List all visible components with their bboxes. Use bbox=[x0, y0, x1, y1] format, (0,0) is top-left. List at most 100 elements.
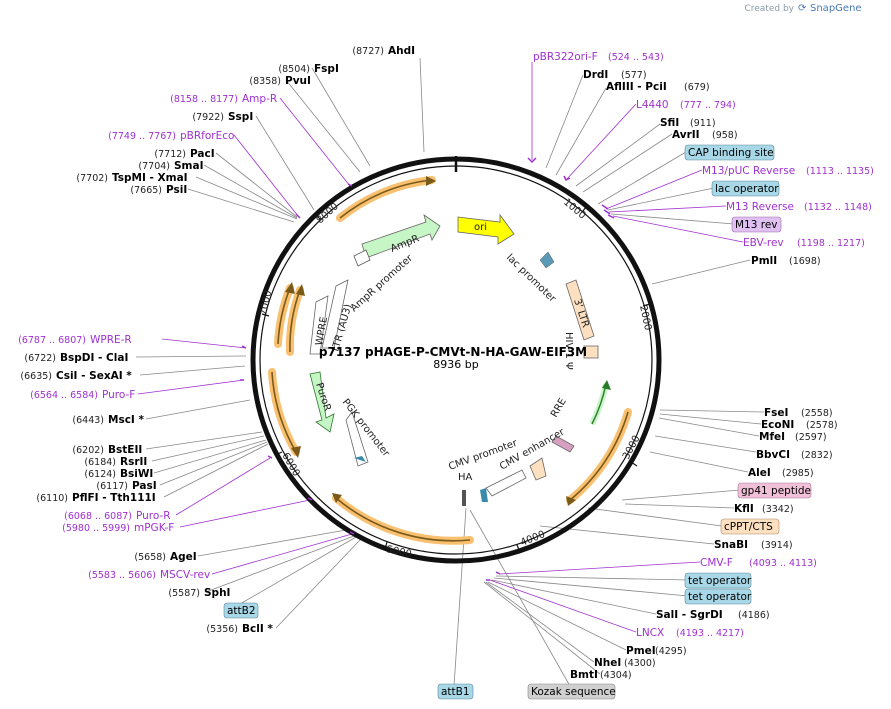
bspdi-name: BspDI - ClaI bbox=[60, 352, 128, 364]
tet-operator-label-2: tet operator bbox=[688, 591, 752, 603]
pflfi-name: PflFI - Tth111I bbox=[72, 492, 156, 504]
drdi-pos: (577) bbox=[621, 70, 647, 81]
wpre-label: WPRE bbox=[314, 316, 330, 347]
pflfi-pos: (6110) bbox=[36, 493, 68, 504]
bsiwi-name: BsiWI bbox=[120, 468, 153, 480]
paci-name: PacI bbox=[190, 148, 215, 160]
lncx-range: (4193 .. 4217) bbox=[676, 628, 744, 639]
lac-operator-label: lac operator bbox=[715, 183, 779, 195]
msci-name: MscI * bbox=[108, 414, 144, 426]
backbone bbox=[250, 156, 662, 564]
gp41-badge bbox=[737, 482, 812, 499]
pvui-name: PvuI bbox=[285, 75, 311, 87]
sphi-name: SphI bbox=[204, 587, 230, 599]
ltr5-feature: LTR (AU3) bbox=[321, 279, 354, 353]
bcli-name: BclI * bbox=[242, 623, 273, 635]
cppt-badge bbox=[720, 518, 780, 535]
bsiwi-pos: (6124) bbox=[84, 469, 116, 480]
bmti-pos: (4304) bbox=[600, 670, 632, 681]
plasmid-length: 8936 bp bbox=[433, 358, 478, 371]
bsteii-name: BstEII bbox=[108, 444, 142, 456]
tspmi-name: TspMI - XmaI bbox=[112, 172, 188, 184]
agei-pos: (5658) bbox=[134, 552, 166, 563]
sali-pos: (4186) bbox=[738, 610, 770, 621]
attb1-label: attB1 bbox=[441, 686, 470, 698]
pmei-name: PmeI bbox=[626, 645, 656, 657]
m13-rev-label: M13 rev bbox=[735, 219, 778, 231]
pmli-pos: (1698) bbox=[789, 256, 821, 267]
smai-name: SmaI bbox=[174, 160, 204, 172]
puro-f-range: (6564 .. 6584) bbox=[30, 390, 98, 401]
ltr3-label: 3' LTR bbox=[571, 298, 591, 330]
fspi-name: FspI bbox=[314, 63, 339, 75]
ahdi-name: AhdI bbox=[388, 45, 415, 57]
orange-arcs bbox=[268, 176, 632, 545]
mfei-pos: (2597) bbox=[795, 432, 827, 443]
pbrforeco-primer: pBRforEco bbox=[180, 130, 234, 142]
mscv-rev-range: (5583 .. 5606) bbox=[88, 570, 156, 581]
rsrii-name: RsrII bbox=[120, 456, 147, 468]
bbvci-name: BbvCI bbox=[756, 449, 790, 461]
tet-operator-badge-1 bbox=[684, 572, 752, 589]
pmei-pos: (4295) bbox=[655, 646, 687, 657]
fsei-pos: (2558) bbox=[801, 408, 833, 419]
tspmi-pos: (7702) bbox=[76, 173, 108, 184]
sfii-pos: (911) bbox=[690, 118, 716, 129]
cppt-label: cPPT/CTS bbox=[724, 521, 773, 533]
kozak-badge bbox=[527, 683, 616, 700]
afliii-pos: (679) bbox=[684, 82, 710, 93]
mfei-name: MfeI bbox=[759, 431, 785, 443]
afliii-name: AflIII - PciI bbox=[606, 81, 667, 93]
msci-pos: (6443) bbox=[72, 415, 104, 426]
left-labels: (8504) FspI (8358) PvuI (8158 .. 8177) A… bbox=[18, 63, 339, 635]
m13puc-primer: M13/pUC Reverse bbox=[702, 165, 795, 177]
psii-pos: (7665) bbox=[130, 185, 162, 196]
hiv1-label: HIV-1 Ψ bbox=[563, 332, 574, 370]
cap-binding-badge bbox=[684, 144, 775, 161]
attb1-badge bbox=[437, 683, 474, 700]
right-labels: DrdI (577) AflIII - PciI (679) L4440 (77… bbox=[437, 69, 874, 700]
puro-r-range: (6068 .. 6087) bbox=[64, 511, 132, 522]
pasi-pos: (6117) bbox=[96, 481, 128, 492]
hiv1-feature: HIV-1 Ψ bbox=[563, 332, 574, 370]
mpgk-f-primer: mPGK-F bbox=[134, 522, 174, 534]
pgk-promoter-label: PGK promoter bbox=[340, 397, 392, 460]
puro-f-primer: Puro-F bbox=[102, 389, 135, 401]
cap-binding-label: CAP binding site bbox=[688, 147, 774, 159]
rre-label: RRE bbox=[549, 396, 569, 419]
cmv-f-primer: CMV-F bbox=[700, 557, 733, 569]
alei-pos: (2985) bbox=[782, 468, 814, 479]
lncx-primer: LNCX bbox=[636, 627, 664, 639]
mpgk-f-range: (5980 .. 5999) bbox=[62, 523, 130, 534]
l4440-primer: L4440 bbox=[636, 99, 669, 111]
top-labels: (8727) AhdI pBR322ori-F (524 .. 543) bbox=[352, 45, 663, 63]
bcli-pos: (5356) bbox=[206, 624, 238, 635]
cmv-f-range: (4093 .. 4113) bbox=[749, 558, 817, 569]
fsei-name: FseI bbox=[764, 407, 788, 419]
ampr-feature: AmpR AmpR promoter bbox=[349, 214, 441, 314]
sspi-pos: (7922) bbox=[192, 112, 224, 123]
ahdi-pos: (8727) bbox=[352, 46, 384, 57]
pasi-name: PasI bbox=[132, 480, 157, 492]
attb2-badge bbox=[223, 602, 259, 619]
psii-name: PsiI bbox=[166, 184, 187, 196]
sphi-pos: (5587) bbox=[168, 588, 200, 599]
sfii-name: SfiI bbox=[660, 117, 679, 129]
pbrforeco-range: (7749 .. 7767) bbox=[108, 131, 176, 142]
kfli-name: KflI bbox=[734, 503, 754, 515]
tick-7000: 7000 bbox=[258, 289, 274, 316]
bbvci-pos: (2832) bbox=[801, 450, 833, 461]
nhei-pos: (4300) bbox=[624, 658, 656, 669]
paci-pos: (7712) bbox=[154, 149, 186, 160]
tet-operator-label-1: tet operator bbox=[688, 575, 752, 587]
fspi-pos: (8504) bbox=[278, 64, 310, 75]
drdi-name: DrdI bbox=[583, 69, 608, 81]
snapgene-logo: ⟳ bbox=[798, 3, 807, 14]
tet-operator-badge-2 bbox=[684, 588, 752, 605]
lac-operator-badge bbox=[711, 180, 780, 197]
pvui-pos: (8358) bbox=[249, 76, 281, 87]
l4440-range: (777 .. 794) bbox=[680, 100, 736, 111]
m13rev-primer: M13 Reverse bbox=[726, 201, 794, 213]
rsrii-pos: (6184) bbox=[84, 457, 116, 468]
